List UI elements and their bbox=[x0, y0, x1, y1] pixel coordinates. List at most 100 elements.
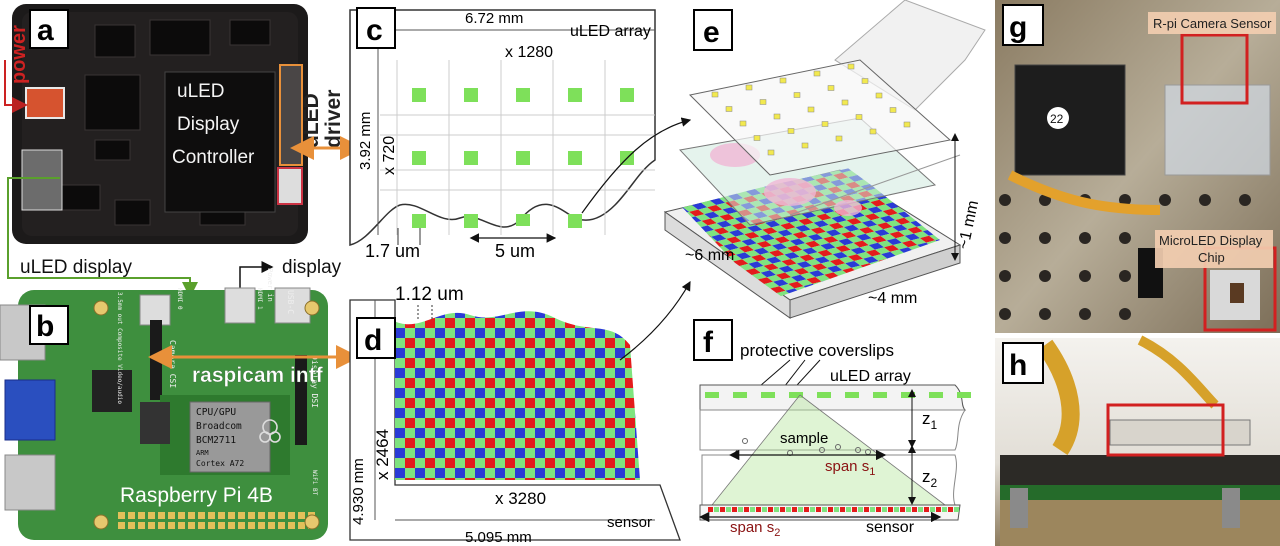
f-sensor-pixel bbox=[912, 507, 917, 512]
f-sensor-pixel bbox=[852, 507, 857, 512]
bayer-cell bbox=[505, 318, 515, 328]
uled-pixel bbox=[516, 88, 530, 102]
bayer-cell bbox=[565, 468, 575, 478]
bayer-cell bbox=[455, 448, 465, 458]
e-bayer-cell bbox=[901, 222, 917, 230]
bayer-cell bbox=[515, 338, 525, 348]
bayer-cell bbox=[405, 408, 415, 418]
bayer-cell bbox=[575, 418, 585, 428]
e-bayer-cell bbox=[814, 256, 830, 264]
bayer-cell bbox=[485, 388, 495, 398]
f-sensor-pixel bbox=[936, 507, 941, 512]
bayer-cell bbox=[425, 438, 435, 448]
bayer-cell bbox=[615, 458, 625, 468]
e-bayer-cell bbox=[805, 240, 821, 248]
bayer-cell bbox=[495, 458, 505, 468]
bayer-cell bbox=[405, 328, 415, 338]
e-bayer-cell bbox=[767, 274, 783, 282]
f-sensor-pixel bbox=[942, 507, 947, 512]
uled-pixel bbox=[412, 151, 426, 165]
bayer-cell bbox=[445, 318, 455, 328]
e-bayer-cell bbox=[701, 218, 717, 226]
e-bayer-cell bbox=[707, 205, 723, 212]
e-bayer-cell bbox=[803, 265, 819, 273]
e-bayer-cell bbox=[814, 238, 830, 246]
bayer-cell bbox=[625, 338, 635, 348]
bayer-cell bbox=[645, 348, 655, 358]
bayer-cell bbox=[545, 468, 555, 478]
e-bayer-cell bbox=[846, 218, 862, 225]
bayer-cell bbox=[465, 328, 475, 338]
coverslip-edge bbox=[789, 154, 961, 216]
e-bayer-cell bbox=[816, 213, 832, 221]
bayer-cell bbox=[575, 448, 585, 458]
bayer-cell bbox=[405, 378, 415, 388]
bayer-cell bbox=[455, 348, 465, 358]
bayer-cell bbox=[525, 328, 535, 338]
bayer-cell bbox=[475, 418, 485, 428]
bayer-cell bbox=[635, 478, 640, 480]
bayer-cell bbox=[565, 408, 575, 418]
bayer-cell bbox=[485, 298, 495, 308]
bayer-cell bbox=[535, 458, 545, 468]
bayer-cell bbox=[465, 348, 475, 358]
e-bayer-cell bbox=[729, 229, 745, 237]
bayer-cell bbox=[495, 478, 505, 480]
e-bayer-cell bbox=[841, 249, 857, 257]
bayer-cell bbox=[595, 438, 605, 448]
gpio-pin bbox=[238, 512, 245, 519]
g-chip-label-2: Chip bbox=[1198, 250, 1225, 265]
e-bayer-cell bbox=[889, 213, 905, 221]
bayer-cell bbox=[515, 458, 525, 468]
bayer-cell bbox=[415, 478, 425, 480]
f-sensor-pixel bbox=[726, 507, 731, 512]
f-sensor-pixel bbox=[882, 507, 887, 512]
e-bayer-cell bbox=[756, 241, 772, 248]
bayer-cell bbox=[635, 408, 640, 418]
e-bayer-cell bbox=[695, 214, 711, 221]
e-bayer-cell bbox=[792, 231, 808, 239]
breadboard-hole bbox=[1039, 308, 1051, 320]
f-sensor-pixel bbox=[720, 507, 725, 512]
bayer-cell bbox=[435, 458, 445, 468]
e-bayer-cell bbox=[779, 283, 795, 291]
chip-base-right bbox=[789, 244, 961, 319]
bayer-cell bbox=[615, 298, 625, 308]
bayer-cell bbox=[575, 468, 585, 478]
d-cols: x 3280 bbox=[495, 489, 546, 508]
breadboard-hole bbox=[1159, 194, 1171, 206]
bayer-cell bbox=[555, 438, 565, 448]
bayer-cell bbox=[615, 408, 625, 418]
f-uled-pixel bbox=[873, 392, 887, 398]
e-bayer-cell bbox=[920, 235, 936, 243]
bayer-cell bbox=[605, 328, 615, 338]
flex-cable-photo bbox=[1007, 170, 1161, 215]
bayer-cell bbox=[545, 478, 555, 480]
c-pitch: 5 um bbox=[495, 241, 535, 261]
bayer-cell bbox=[505, 368, 515, 378]
bayer-cell bbox=[395, 448, 405, 458]
camera-sensor-highlight bbox=[1180, 33, 1249, 105]
bayer-cell bbox=[545, 438, 555, 448]
gpio-pin bbox=[188, 512, 195, 519]
bayer-cell bbox=[515, 318, 525, 328]
driver-label-line2: driver bbox=[322, 90, 345, 148]
gpio-pin bbox=[158, 522, 165, 529]
bayer-cell bbox=[615, 358, 625, 368]
e-bayer-cell bbox=[722, 207, 738, 214]
bayer-cell bbox=[505, 358, 515, 368]
e-bayer-cell bbox=[732, 241, 748, 248]
gpio-pin bbox=[208, 522, 215, 529]
e-dim-6: ~6 mm bbox=[685, 247, 734, 264]
bayer-cell bbox=[575, 298, 585, 308]
bayer-cell bbox=[535, 368, 545, 378]
gpio-pin bbox=[168, 522, 175, 529]
gpio-pin bbox=[158, 512, 165, 519]
e-bayer-cell bbox=[787, 245, 803, 253]
bayer-cell bbox=[485, 378, 495, 388]
bayer-cell bbox=[575, 438, 585, 448]
e-bayer-cell bbox=[841, 231, 857, 239]
panel-f-letter: f bbox=[703, 326, 714, 359]
f-z2: z2 bbox=[922, 467, 938, 490]
bayer-cell bbox=[625, 398, 635, 408]
